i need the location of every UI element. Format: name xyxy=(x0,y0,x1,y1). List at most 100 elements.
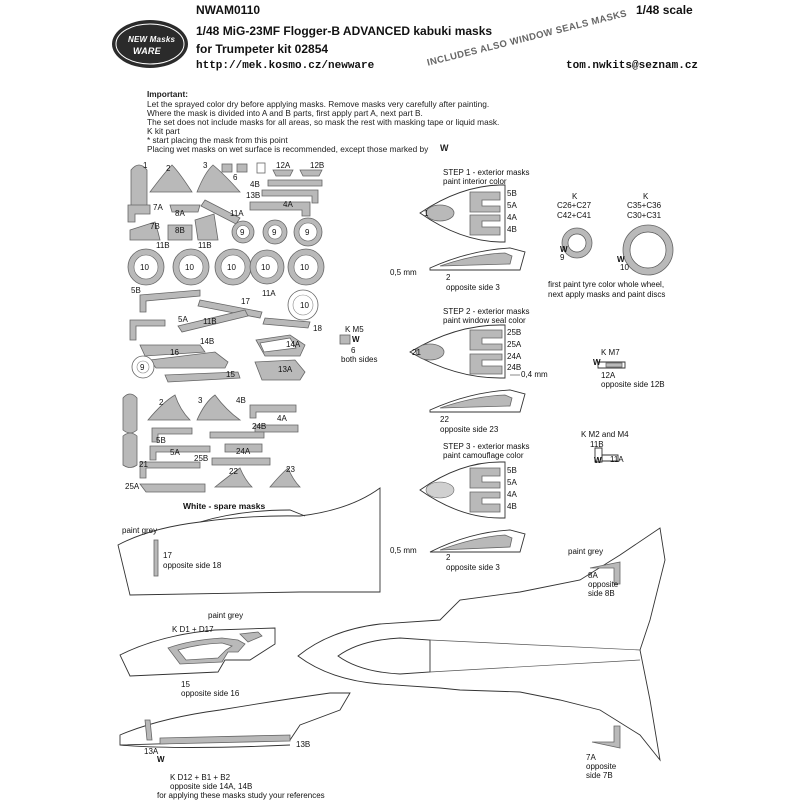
label-3-b: 3 xyxy=(198,396,203,405)
tail-13b: 13B xyxy=(296,740,311,749)
m7-12a: 12A xyxy=(601,371,616,380)
top-view xyxy=(297,527,666,762)
wheel-k1: K xyxy=(572,192,578,201)
step2-canopy xyxy=(409,324,526,413)
label-25b: 25B xyxy=(194,454,209,463)
tail-w: W xyxy=(157,755,165,764)
wheel-w1: W xyxy=(560,245,568,254)
label-1: 1 xyxy=(143,161,148,170)
mask-5a-b xyxy=(149,445,211,461)
mask-16 xyxy=(149,351,229,369)
tail-references: for applying these masks study your refe… xyxy=(157,791,325,800)
mask-25a xyxy=(139,483,206,493)
logo-top-text: NEW Masks xyxy=(128,35,176,44)
label-10a: 10 xyxy=(140,263,149,272)
wheel-9: 9 xyxy=(560,253,565,262)
label-24b: 24B xyxy=(252,422,267,431)
logo-ring xyxy=(115,23,185,65)
label-10c: 10 xyxy=(227,263,236,272)
step3-sub: paint camouflage color xyxy=(443,451,524,460)
step3-label-2: 2 xyxy=(446,553,451,562)
mask-12a xyxy=(272,169,294,177)
label-13b: 13B xyxy=(246,191,261,200)
topview-7a: 7A xyxy=(586,753,596,762)
note-line-3: The set does not include masks for all a… xyxy=(147,117,500,127)
step2-part-24b: 24B xyxy=(507,363,522,372)
mask-4b xyxy=(267,179,323,187)
m2m4-k: K M2 and M4 xyxy=(581,430,629,439)
step1-canopy xyxy=(419,184,526,271)
website-link[interactable]: http://mek.kosmo.cz/newware xyxy=(196,60,375,72)
mask-5a xyxy=(129,319,166,341)
tail-k: K D12 + B1 + B2 xyxy=(170,773,231,782)
label-25a: 25A xyxy=(125,482,140,491)
mask-24b xyxy=(209,431,265,439)
mask-22 xyxy=(213,467,253,488)
step1-opposite: opposite side 3 xyxy=(446,283,500,292)
m7-w: W xyxy=(593,358,601,367)
step2-gap: 0,4 mm xyxy=(521,370,548,379)
label-8a: 8A xyxy=(175,209,185,218)
wheel-note-2: next apply masks and paint discs xyxy=(548,290,666,299)
step3-part-4b: 4B xyxy=(507,502,517,511)
label-3: 3 xyxy=(203,161,208,170)
label-4b-b: 4B xyxy=(236,396,246,405)
spare-masks-label: White - spare masks xyxy=(183,501,266,511)
product-title: 1/48 MiG-23MF Flogger-B ADVANCED kabuki … xyxy=(196,24,493,38)
mask-13b xyxy=(261,189,319,204)
mask-5b xyxy=(139,289,201,313)
wheel-k2: K xyxy=(643,192,649,201)
label-9b: 9 xyxy=(272,228,277,237)
label-16: 16 xyxy=(170,348,179,357)
label-14a: 14A xyxy=(286,340,301,349)
mask-7a-applied xyxy=(591,725,621,749)
mask-15 xyxy=(164,371,241,383)
label-5a: 5A xyxy=(178,315,188,324)
step1-label-2: 2 xyxy=(446,273,451,282)
label-10d: 10 xyxy=(261,263,270,272)
mask-km5 xyxy=(339,334,351,345)
label-4a-b: 4A xyxy=(277,414,287,423)
mask-14a-inner xyxy=(259,337,297,353)
logo-bottom-text: WARE xyxy=(133,46,161,56)
topview-opp8-2: side 8B xyxy=(588,589,615,598)
label-11b-a: 11B xyxy=(156,241,170,250)
label-5b: 5B xyxy=(131,286,141,295)
label-11a: 11A xyxy=(230,209,244,218)
step1-part-4b: 4B xyxy=(507,225,517,234)
m7-part xyxy=(597,361,626,369)
step3-part-5b: 5B xyxy=(507,466,517,475)
w-mark: W xyxy=(440,143,449,153)
fuselage-17: 17 xyxy=(163,551,172,560)
email-link[interactable]: tom.nwkits@seznam.cz xyxy=(566,60,699,72)
tail-13a: 13A xyxy=(144,747,159,756)
mask-1 xyxy=(130,164,148,210)
step2-opposite: opposite side 23 xyxy=(440,425,499,434)
step3-canopy xyxy=(419,461,526,553)
note-line-2: Where the mask is divided into A and B p… xyxy=(147,108,423,118)
ring-10-group xyxy=(127,248,325,286)
label-11b-b: 11B xyxy=(198,241,212,250)
m2m4-part xyxy=(594,447,619,463)
logo-ellipse xyxy=(112,20,188,68)
step1-part-4a: 4A xyxy=(507,213,517,222)
mask-8a xyxy=(169,204,201,213)
step1-part-5b: 5B xyxy=(507,189,517,198)
mask-4a xyxy=(249,201,311,217)
label-km5-both-sides: both sides xyxy=(341,355,378,364)
topview-8a: 8A xyxy=(588,571,598,580)
step1-title: STEP 1 - exterior masks xyxy=(443,168,530,177)
label-18: 18 xyxy=(313,324,322,333)
label-11a-b: 11A xyxy=(262,289,276,298)
step3-title: STEP 3 - exterior masks xyxy=(443,442,530,451)
notes-heading: Important: xyxy=(147,89,189,99)
fuselage-paint: paint grey xyxy=(122,526,158,535)
wheels xyxy=(561,224,674,276)
label-9-spare: 9 xyxy=(140,363,145,372)
step1-label-1: 1 xyxy=(424,209,429,218)
label-23: 23 xyxy=(286,465,295,474)
mask-24a-b xyxy=(211,457,271,466)
mask-sheet xyxy=(122,162,351,493)
wheel-k1a: C26+C27 xyxy=(557,201,592,210)
